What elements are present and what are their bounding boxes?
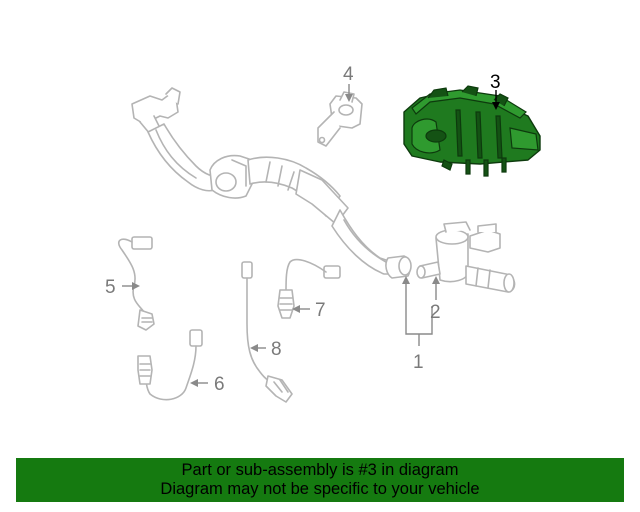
callout-5[interactable]: 5 bbox=[105, 277, 116, 298]
banner-disclaimer: Diagram may not be specific to your vehi… bbox=[160, 480, 480, 498]
part-4-bracket[interactable] bbox=[317, 91, 363, 147]
callout-2[interactable]: 2 bbox=[430, 302, 441, 323]
arrow-4 bbox=[345, 94, 353, 102]
arrow-5 bbox=[132, 282, 140, 290]
arrow-3 bbox=[492, 102, 500, 110]
arrow-8 bbox=[250, 344, 258, 352]
part-5-oxygen-sensor[interactable] bbox=[117, 236, 155, 331]
banner-part-note: Part or sub-assembly is #3 in diagram bbox=[181, 461, 459, 479]
callout-numbers: 1 2 3 4 5 6 7 8 bbox=[105, 64, 501, 395]
callout-1[interactable]: 1 bbox=[413, 352, 424, 373]
leader-1 bbox=[405, 282, 433, 335]
part-8-oxygen-sensor[interactable] bbox=[241, 261, 293, 403]
info-banner: Part or sub-assembly is #3 in diagram Di… bbox=[16, 458, 624, 502]
arrow-7 bbox=[292, 305, 300, 313]
leader-lines bbox=[122, 84, 500, 387]
part-2-purge-valve[interactable] bbox=[416, 221, 516, 293]
arrow-2 bbox=[432, 276, 440, 284]
arrow-1 bbox=[402, 276, 410, 284]
callout-3[interactable]: 3 bbox=[490, 72, 501, 93]
callout-4[interactable]: 4 bbox=[343, 64, 354, 85]
callout-8[interactable]: 8 bbox=[271, 339, 282, 360]
part-6-oxygen-sensor[interactable] bbox=[137, 329, 203, 401]
part-3-evap-canister[interactable] bbox=[403, 85, 541, 177]
arrow-6 bbox=[190, 379, 198, 387]
part-1-hose-assembly[interactable] bbox=[131, 87, 412, 279]
callout-7[interactable]: 7 bbox=[315, 300, 326, 321]
part-7-oxygen-sensor[interactable] bbox=[277, 258, 341, 319]
callout-6[interactable]: 6 bbox=[214, 374, 225, 395]
